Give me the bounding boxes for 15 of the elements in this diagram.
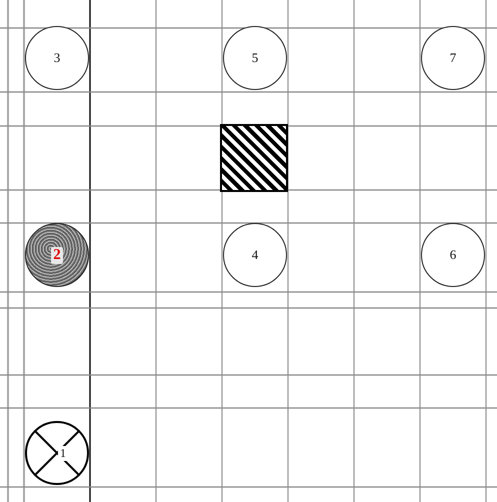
- circle-marker: [421, 26, 485, 90]
- crossed-circle-marker: [25, 421, 89, 485]
- marker-number: 7: [450, 50, 456, 66]
- marker-number: 6: [450, 247, 456, 263]
- textured-circle-marker: [25, 223, 89, 287]
- marker-number: 4: [252, 247, 258, 263]
- marker-number: 5: [252, 50, 258, 66]
- hatched-square: [220, 124, 288, 192]
- circle-marker: [421, 223, 485, 287]
- circle-marker: [223, 26, 287, 90]
- marker-number: 1: [58, 446, 68, 460]
- marker-number: 2: [51, 246, 63, 264]
- circle-marker: [25, 26, 89, 90]
- circle-marker: [223, 223, 287, 287]
- marker-number: 3: [54, 50, 60, 66]
